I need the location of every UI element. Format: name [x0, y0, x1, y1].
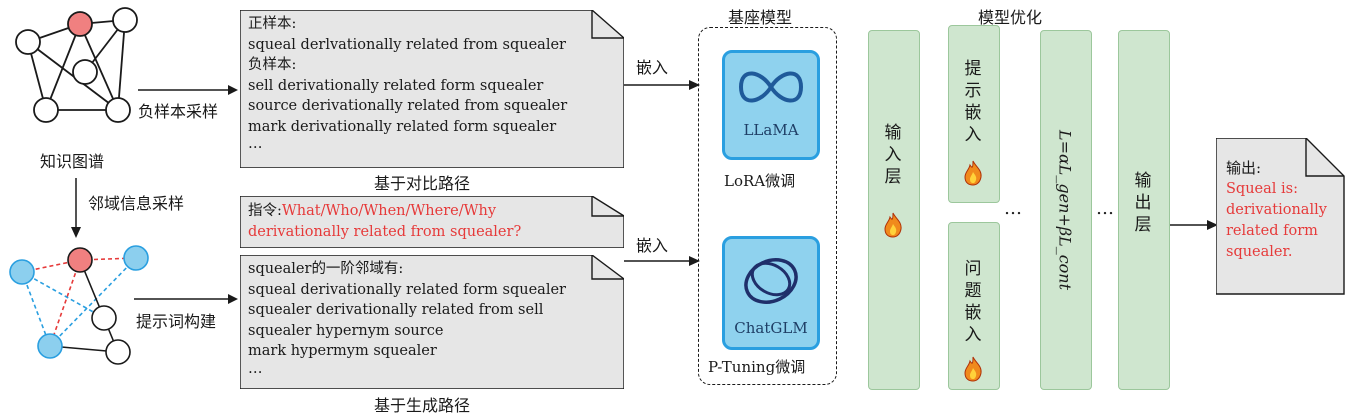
lora-tuning-label: LoRA微调 — [724, 172, 796, 190]
chatglm-card: ChatGLM — [722, 236, 820, 350]
neighbor-line: squealer hypernym source — [248, 322, 444, 339]
ellipsis-2: … — [1096, 198, 1115, 219]
output-layer-label: 输出层 — [1133, 170, 1153, 236]
instruction-prefix: 指令: — [248, 203, 282, 219]
output-line: derivationally — [1226, 202, 1327, 218]
prompt-embed-text: 提示嵌入 — [964, 59, 982, 145]
neg-sampling-label: 负样本采样 — [138, 102, 219, 121]
base-model-title: 基座模型 — [728, 8, 793, 27]
chatglm-name: ChatGLM — [734, 319, 808, 337]
prompt-embed-label: 提示嵌入 — [963, 58, 983, 146]
embed-bottom-label: 嵌入 — [636, 236, 669, 255]
output-layer-text: 输出层 — [1134, 171, 1152, 235]
arrow-prompt-build — [134, 294, 238, 304]
base-model-frame — [698, 27, 837, 385]
question-embed-text: 问题嵌入 — [964, 259, 982, 345]
llama-logo-icon — [738, 71, 804, 103]
embed-top-label: 嵌入 — [636, 58, 669, 77]
neighbor-line: squeal derivationally related form squea… — [248, 281, 566, 298]
contrast-line: source derivationally related from squea… — [248, 98, 568, 114]
output-line: Squeal is: — [1226, 181, 1298, 197]
instruction-question: What/Who/When/Where/Why — [281, 203, 497, 219]
generation-path-caption: 基于生成路径 — [374, 396, 471, 415]
contrast-line: squeal derlvationally related from squea… — [248, 36, 566, 53]
ellipsis-1: … — [1004, 198, 1023, 219]
fire-icon — [964, 160, 982, 186]
input-layer-bar — [868, 30, 920, 390]
llama-name: LLaMA — [743, 121, 799, 139]
chatglm-logo-icon — [744, 258, 798, 304]
fire-icon — [964, 356, 982, 382]
contrast-line: … — [248, 136, 263, 152]
contrast-line: sell derivationally related form squeale… — [248, 77, 544, 94]
arrow-embed-bottom — [624, 256, 700, 266]
output-line: related form — [1226, 223, 1318, 239]
optimization-title: 模型优化 — [978, 8, 1043, 27]
output-text: 输出: Squeal is: derivationally related fo… — [1226, 158, 1327, 263]
output-layer-bar — [1118, 30, 1170, 390]
knowledge-graph-top — [15, 7, 138, 123]
knowledge-graph-label: 知识图谱 — [40, 152, 105, 171]
knowledge-graph-bottom — [9, 245, 149, 365]
loss-bar — [1040, 30, 1092, 390]
input-layer-label: 输入层 — [883, 122, 903, 188]
instruction-doc: 指令:What/Who/When/Where/Why derivationall… — [240, 196, 624, 248]
llama-card: LLaMA — [722, 50, 820, 160]
prompt-build-label: 提示词构建 — [136, 312, 217, 331]
neighbor-doc: squealer的一阶邻域有: squeal derivationally re… — [240, 255, 624, 389]
arrow-embed-top — [624, 80, 700, 90]
contrast-line: mark derivationally related form squeale… — [248, 118, 557, 135]
instruction-question-line2: derivationally related from squealer? — [248, 223, 522, 240]
contrast-line: 负样本: — [248, 57, 297, 73]
output-label: 输出: — [1226, 159, 1262, 177]
contrast-path-text: 正样本: squeal derlvationally related from … — [248, 14, 567, 151]
instruction-text: 指令:What/Who/When/Where/Why derivationall… — [248, 201, 521, 242]
neighbor-text: squealer的一阶邻域有: squeal derivationally re… — [248, 259, 566, 376]
neighbor-line: … — [248, 360, 263, 377]
arrow-neg-sampling — [138, 85, 238, 95]
neighbor-line: mark hypermym squealer — [248, 343, 437, 359]
contrast-path-caption: 基于对比路径 — [374, 174, 471, 193]
neighbor-line: squealer derivationally related from sel… — [248, 302, 544, 318]
question-embed-label: 问题嵌入 — [963, 258, 983, 346]
contrast-path-doc: 正样本: squeal derlvationally related from … — [240, 10, 624, 168]
loss-formula-text: L=αL_gen+βL_cont — [1055, 129, 1075, 291]
fire-icon — [884, 212, 902, 238]
output-doc: 输出: Squeal is: derivationally related fo… — [1216, 138, 1346, 296]
arrow-neighbor-sampling — [71, 178, 81, 238]
output-line: squealer. — [1226, 244, 1293, 260]
ptuning-label: P-Tuning微调 — [708, 358, 806, 376]
contrast-line: 正样本: — [248, 16, 297, 32]
neighbor-sampling-label: 邻域信息采样 — [88, 194, 185, 213]
input-layer-text: 输入层 — [884, 123, 902, 187]
arrow-output — [1170, 220, 1218, 230]
neighbor-line: squealer的一阶邻域有: — [248, 261, 404, 277]
